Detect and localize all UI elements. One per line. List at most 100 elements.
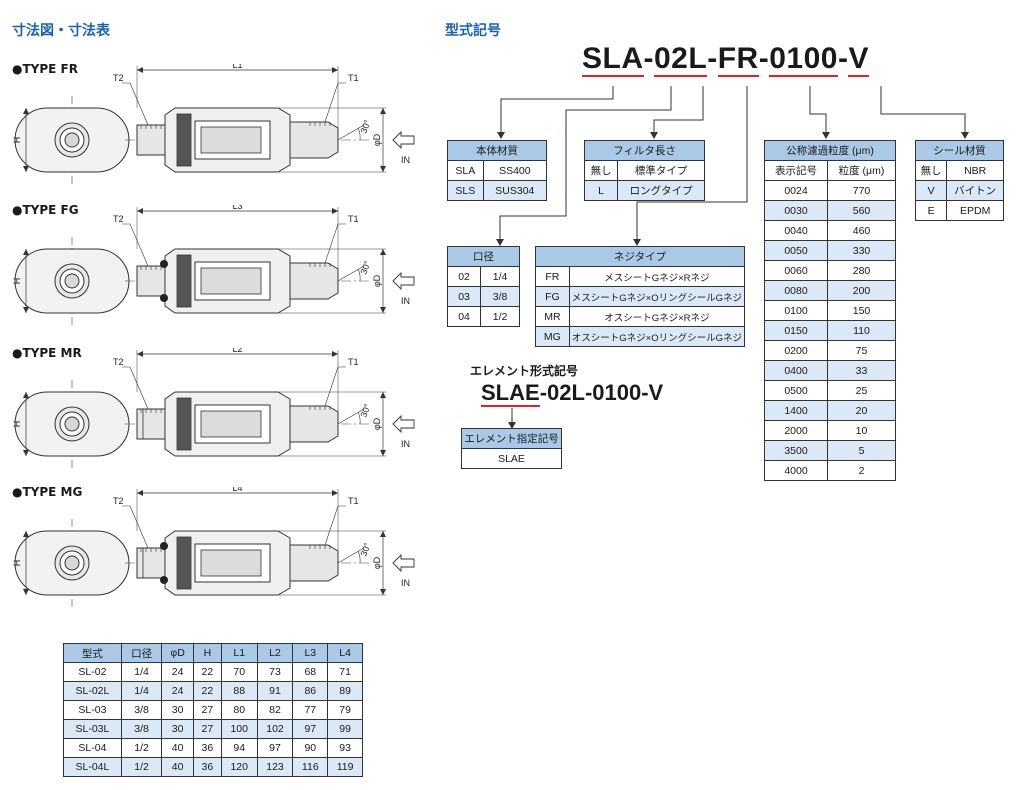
arrow-head [380, 108, 386, 114]
dimension-table-cell: 99 [327, 719, 363, 739]
code-separator: - [707, 42, 718, 75]
left-nozzle [136, 124, 166, 156]
t2-leader [122, 505, 149, 549]
element-connector [508, 408, 516, 429]
arrow-head [23, 589, 29, 595]
o-ring [160, 576, 168, 584]
t1-leader [324, 366, 346, 407]
arrow-head [380, 589, 386, 595]
length-label: L4 [232, 487, 242, 493]
nominal-filtration-cell: 33 [827, 360, 896, 381]
dimension-table-cell: 79 [327, 700, 363, 720]
code-separator: - [539, 380, 548, 405]
seal-ring [176, 254, 192, 308]
nominal-filtration-cell: 0060 [764, 260, 828, 281]
length-label: L1 [232, 64, 242, 70]
angle-label: 30° [358, 118, 372, 135]
dimension-table-cell: 1/2 [120, 757, 163, 777]
arrow-head [23, 307, 29, 313]
dimension-table-cell: 102 [256, 719, 294, 739]
code-segment: SLA [582, 42, 644, 77]
thread-type-cell: オスシートGネジ×Rネジ [568, 306, 746, 327]
nominal-filtration-cell: 2 [827, 460, 896, 481]
port-size-cell: 1/2 [480, 306, 520, 327]
filter-length-row: 無し標準タイプ [583, 160, 705, 181]
nominal-filtration-cell: 460 [827, 220, 896, 241]
dimension-table-cell: SL-02L [63, 681, 122, 701]
dimension-table-header: H [192, 643, 222, 663]
dimension-table-cell: 77 [292, 700, 329, 720]
dimension-table-header: 口径 [120, 643, 163, 663]
nominal-filtration-cell: 0100 [764, 300, 828, 321]
dimension-table-cell: 3/8 [120, 700, 163, 720]
dimension-table-cell: 73 [256, 662, 294, 682]
t2-leader [122, 366, 149, 410]
body-material-cell: SUS304 [482, 180, 548, 201]
angle-arc [357, 268, 361, 282]
nominal-filtration-cell: 2000 [764, 420, 828, 441]
seal-material-cell: E [914, 200, 948, 221]
dimension-table-cell: SL-02 [63, 662, 122, 682]
arrow-head [23, 249, 29, 255]
dimension-table-header: L2 [256, 643, 294, 663]
thread-type-cell: メスシートGネジ×OリングシールGネジ [568, 286, 746, 307]
code-separator: - [584, 380, 593, 405]
nominal-filtration-cell: 0024 [764, 180, 828, 201]
nominal-filtration-cell: 560 [827, 200, 896, 221]
dimension-table-header: L3 [292, 643, 329, 663]
inlet-label: IN [401, 578, 410, 588]
o-ring [160, 542, 168, 550]
dimension-table-cell: SL-03 [63, 700, 122, 720]
angle-arc [357, 127, 361, 141]
seal-material-cell: EPDM [946, 200, 1004, 221]
dimension-table-cell: 68 [292, 662, 329, 682]
dimension-table-header: L4 [327, 643, 363, 663]
dimension-table-cell: 30 [161, 700, 194, 720]
dimension-table-cell: 100 [220, 719, 258, 739]
thread-type-cell: FR [535, 266, 570, 287]
right-nozzle [289, 544, 339, 582]
seal-material-cell: NBR [946, 160, 1004, 181]
nominal-title: 公称濾過粒度 (μm) [764, 140, 896, 161]
nominal-filtration-cell: 0080 [764, 280, 828, 301]
dimension-table-cell: 24 [161, 662, 194, 682]
dimension-table-cell: 40 [161, 757, 194, 777]
t1-leader [324, 223, 346, 264]
left-nozzle [136, 408, 166, 440]
filter-length-cell: ロングタイプ [617, 180, 705, 201]
o-ring [160, 294, 168, 302]
nominal-filtration-cell: 20 [827, 400, 896, 421]
seal-material-cell: V [914, 180, 948, 201]
h-label: H [12, 421, 22, 428]
diameter-label: φD [372, 274, 382, 287]
nominal-filtration-cell: 0500 [764, 380, 828, 401]
arrow-head [332, 490, 338, 496]
body-material-title: 本体材質 [447, 140, 547, 161]
diameter-label: φD [372, 133, 382, 146]
arrow-head [380, 450, 386, 456]
dimension-table-cell: 24 [161, 681, 194, 701]
inlet-arrow-icon [392, 130, 415, 150]
t2-label: T2 [113, 357, 124, 367]
seal-material-cell: バイトン [946, 180, 1004, 201]
nominal-filtration-cell: 770 [827, 180, 896, 201]
angle-line [337, 408, 365, 425]
dimension-table-cell: 71 [327, 662, 363, 682]
filter-length-title: フィルタ長さ [584, 140, 705, 161]
nominal-filtration-cell: 25 [827, 380, 896, 401]
body-material-cell: SLS [447, 180, 484, 201]
t1-leader [324, 82, 346, 123]
